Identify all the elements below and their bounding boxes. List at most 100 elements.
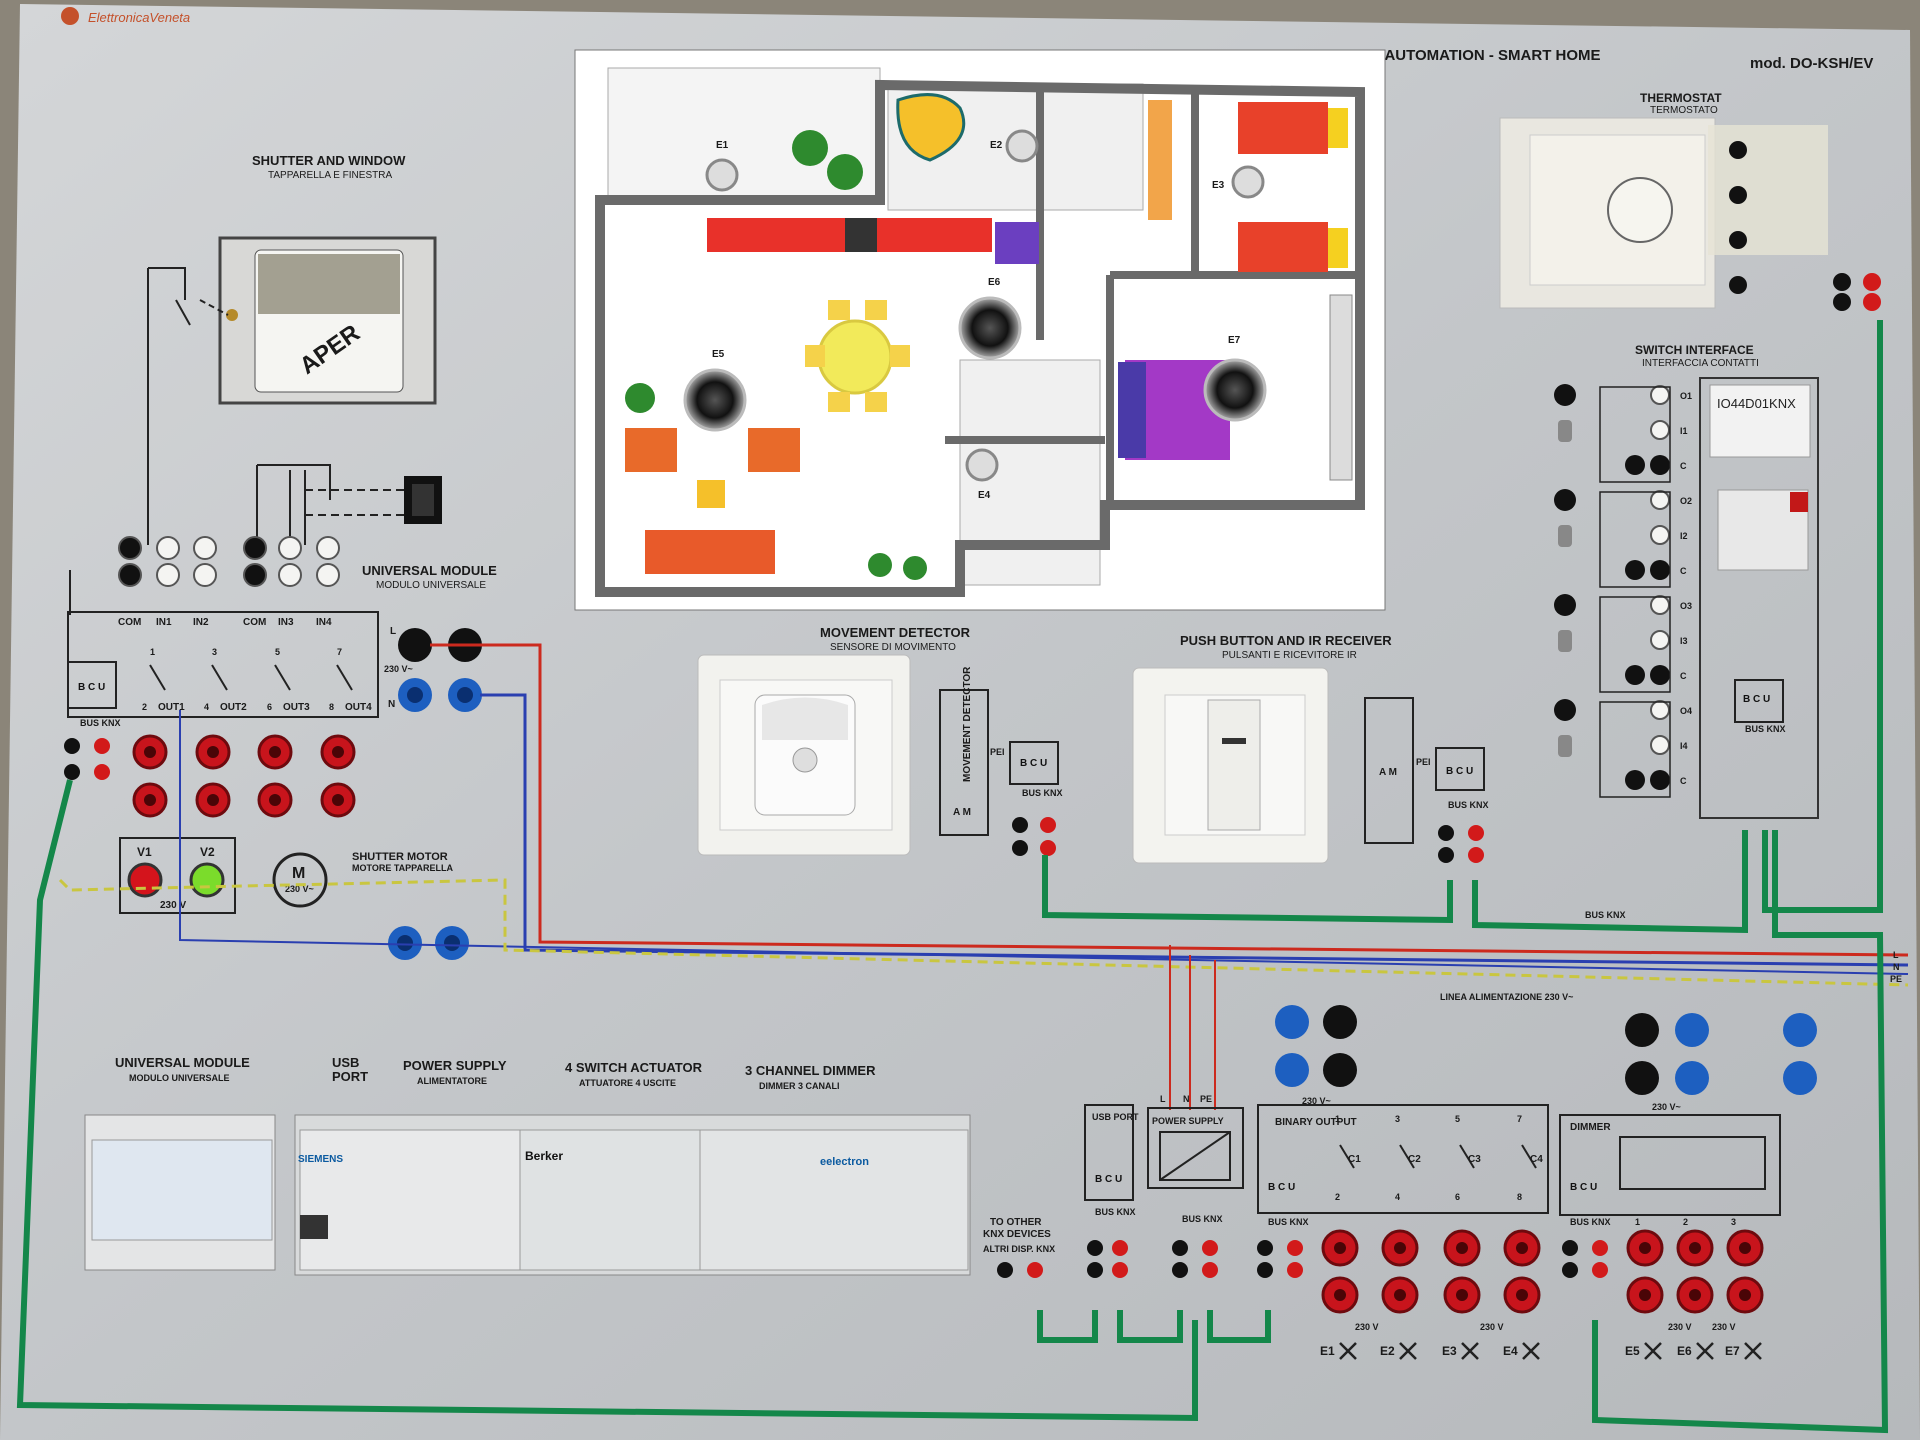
knx-bus-lines xyxy=(16,320,1889,1434)
input-terminal[interactable] xyxy=(193,536,217,560)
din-rail-modules: SIEMENS Berker eelectron xyxy=(84,1114,971,1276)
channel-led xyxy=(1554,384,1576,406)
binary-contact xyxy=(1399,1144,1415,1169)
output-number: 5 xyxy=(275,647,280,657)
lamp-e3-label: E3 xyxy=(1212,180,1225,191)
channel-toggle-switch[interactable] xyxy=(1558,630,1572,652)
lamp-e5[interactable]: E5 xyxy=(683,349,747,432)
bus-knx-socket[interactable] xyxy=(1562,1262,1578,1278)
channel-toggle-switch[interactable] xyxy=(1558,420,1572,442)
channel-socket[interactable] xyxy=(1650,420,1670,440)
input-terminal-label: IN2 xyxy=(193,617,209,628)
lamp-e1[interactable]: E1 xyxy=(705,140,739,192)
bus-knx-socket[interactable] xyxy=(1202,1240,1218,1256)
binary-contact-label: C2 xyxy=(1408,1154,1421,1165)
bus-knx-socket[interactable] xyxy=(1172,1262,1188,1278)
lamp-e6[interactable]: E6 xyxy=(958,277,1022,360)
load-lamp-symbol xyxy=(1339,1342,1357,1360)
load-socket-hole xyxy=(1689,1242,1701,1254)
shutter-motor-subtitle: MOTORE TAPPARELLA xyxy=(352,863,454,873)
bottom-module-title: POWER SUPPLY xyxy=(403,1058,507,1073)
lamp-e4-label: E4 xyxy=(978,490,991,501)
input-terminal[interactable] xyxy=(278,563,302,587)
channel-common-socket[interactable] xyxy=(1650,560,1670,580)
channel-socket[interactable] xyxy=(1650,700,1670,720)
input-terminal[interactable] xyxy=(118,563,142,587)
output-number: 1 xyxy=(150,647,155,657)
bottom-module-title: UNIVERSAL MODULE xyxy=(115,1055,250,1070)
bus-knx-socket[interactable] xyxy=(1087,1262,1103,1278)
bus-knx-socket[interactable] xyxy=(1592,1240,1608,1256)
thermostat-title: THERMOSTAT xyxy=(1640,91,1722,105)
bottom-module-subtitle: ALIMENTATORE xyxy=(417,1076,487,1086)
top-voltage-label: 230 V~ xyxy=(384,664,413,674)
load-socket-hole xyxy=(1739,1289,1751,1301)
thermostat-dial[interactable] xyxy=(1607,177,1673,243)
bus-knx-socket[interactable] xyxy=(1112,1240,1128,1256)
shutter-motor-title: SHUTTER MOTOR xyxy=(352,851,448,863)
channel-toggle-switch[interactable] xyxy=(1558,735,1572,757)
bus-knx-socket[interactable] xyxy=(94,738,110,754)
bus-knx-socket[interactable] xyxy=(1202,1262,1218,1278)
channel-common-socket[interactable] xyxy=(1625,770,1645,790)
channel-common-socket[interactable] xyxy=(1650,770,1670,790)
usb-port[interactable] xyxy=(300,1215,328,1239)
push-button-rocker[interactable] xyxy=(1207,699,1261,831)
push-button-panel: PUSH BUTTON AND IR RECEIVER PULSANTI E R… xyxy=(1132,633,1489,864)
load-lamp-symbol xyxy=(1644,1342,1662,1360)
input-terminal[interactable] xyxy=(156,536,180,560)
lamp-e3[interactable]: E3 xyxy=(1212,165,1265,199)
channel-toggle-switch[interactable] xyxy=(1558,525,1572,547)
binary-contact-number: 8 xyxy=(1517,1192,1522,1202)
output-number: 7 xyxy=(337,647,342,657)
input-terminal[interactable] xyxy=(278,536,302,560)
supply-terminals-bottom: 230 V~ 230 V~ xyxy=(1275,1005,1817,1112)
input-terminal[interactable] xyxy=(156,563,180,587)
channel-common-socket[interactable] xyxy=(1625,455,1645,475)
switch-channel-label: O3 xyxy=(1680,601,1692,611)
load-socket-hole xyxy=(1334,1242,1346,1254)
load-socket-hole xyxy=(1516,1289,1528,1301)
bus-knx-socket[interactable] xyxy=(64,738,80,754)
lamp-e4[interactable]: E4 xyxy=(965,448,999,501)
channel-socket[interactable] xyxy=(1650,595,1670,615)
movement-box-label: MOVEMENT DETECTOR xyxy=(962,666,973,782)
channel-socket[interactable] xyxy=(1650,735,1670,755)
load-lamp-symbol xyxy=(1461,1342,1479,1360)
input-terminal[interactable] xyxy=(243,536,267,560)
lamp-e7[interactable]: E7 xyxy=(1203,335,1267,422)
aluminium-panel xyxy=(0,4,1920,1440)
bottom-module-subtitle: ATTUATORE 4 USCITE xyxy=(579,1078,676,1088)
input-terminal[interactable] xyxy=(316,536,340,560)
bus-knx-socket[interactable] xyxy=(1562,1240,1578,1256)
input-terminal[interactable] xyxy=(118,536,142,560)
bus-knx-socket[interactable] xyxy=(1257,1262,1273,1278)
bus-knx-socket[interactable] xyxy=(94,764,110,780)
shutter-mode-switch[interactable] xyxy=(404,476,442,524)
bus-knx-socket[interactable] xyxy=(1257,1240,1273,1256)
bus-knx-socket[interactable] xyxy=(1592,1262,1608,1278)
bus-knx-socket[interactable] xyxy=(1287,1262,1303,1278)
channel-socket[interactable] xyxy=(1650,630,1670,650)
channel-common-socket[interactable] xyxy=(1650,455,1670,475)
bus-knx-socket[interactable] xyxy=(1087,1240,1103,1256)
lamp-e2[interactable]: E2 xyxy=(990,129,1039,163)
bus-knx-socket[interactable] xyxy=(1287,1240,1303,1256)
channel-common-socket[interactable] xyxy=(1625,560,1645,580)
channel-socket[interactable] xyxy=(1650,385,1670,405)
input-terminal[interactable] xyxy=(316,563,340,587)
input-terminal[interactable] xyxy=(193,563,217,587)
channel-socket[interactable] xyxy=(1650,525,1670,545)
output-socket-hole xyxy=(144,794,156,806)
load-sockets xyxy=(1087,1229,1764,1314)
input-terminal[interactable] xyxy=(243,563,267,587)
channel-common-socket[interactable] xyxy=(1625,665,1645,685)
load-label: E6 xyxy=(1677,1344,1692,1358)
supply-terminals-top: L 230 V~ N xyxy=(384,626,482,960)
bus-knx-socket[interactable] xyxy=(1112,1262,1128,1278)
load-label: E7 xyxy=(1725,1344,1740,1358)
bus-knx-socket[interactable] xyxy=(1172,1240,1188,1256)
bus-knx-socket[interactable] xyxy=(64,764,80,780)
channel-common-socket[interactable] xyxy=(1650,665,1670,685)
channel-socket[interactable] xyxy=(1650,490,1670,510)
